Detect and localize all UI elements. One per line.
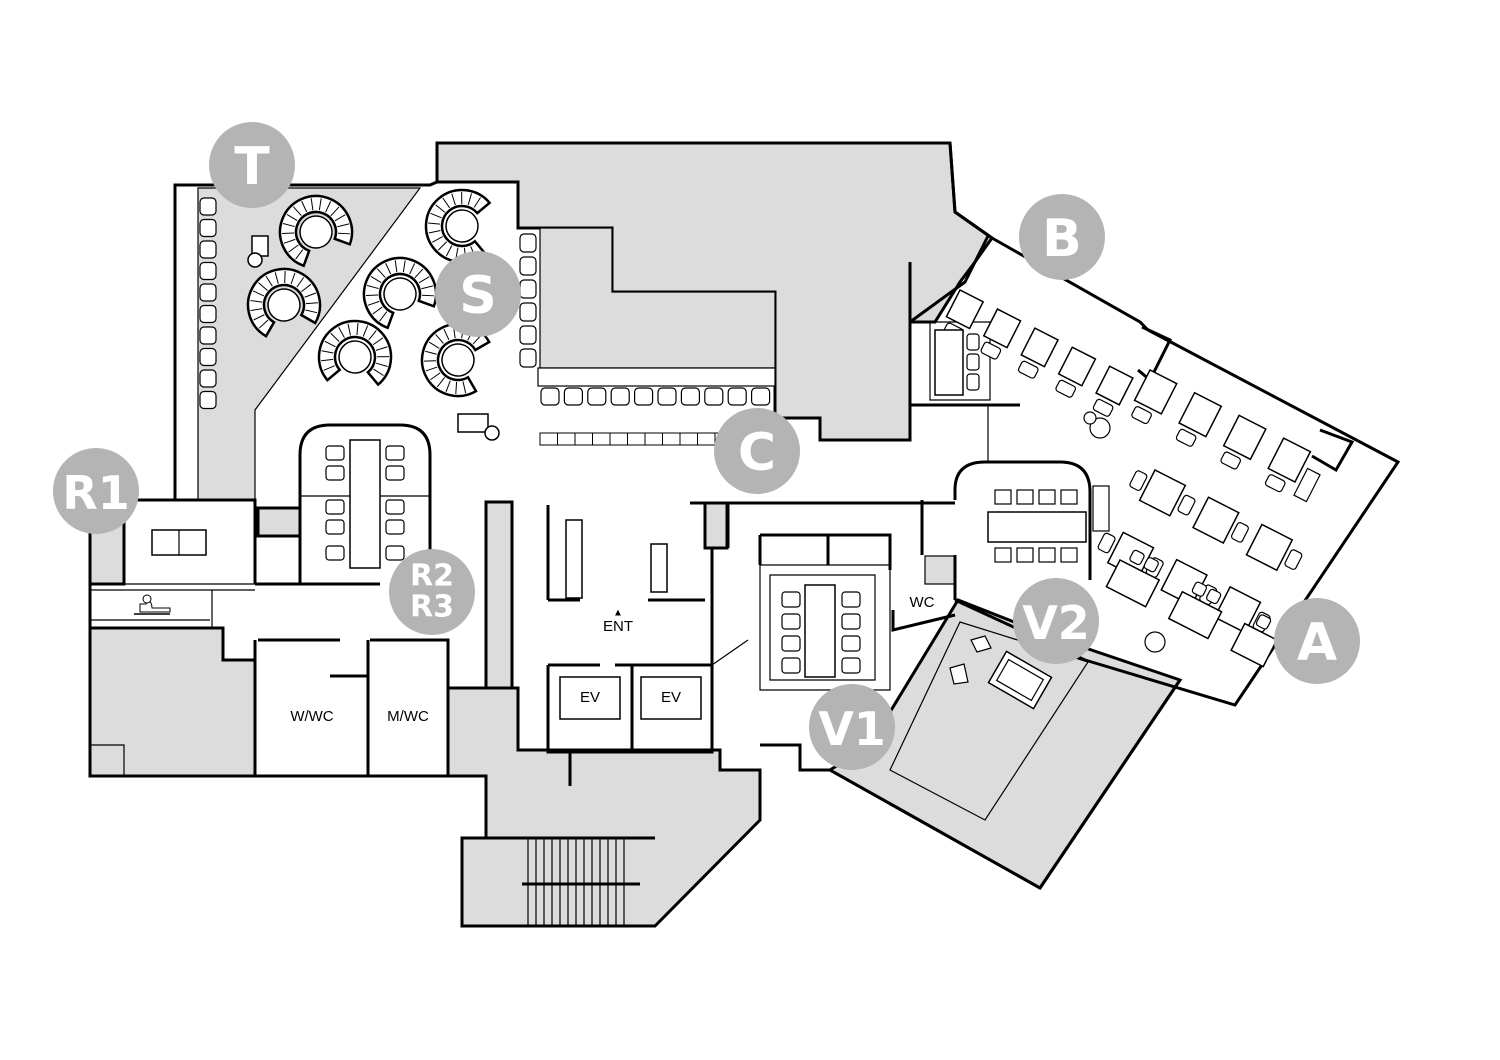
zone-badge-c[interactable]: C <box>714 408 800 494</box>
bar-stool <box>519 302 537 322</box>
entrance-label: ENT <box>603 618 633 635</box>
room-labels: ▲ ENT EV EV W/WC M/WC WC <box>290 594 934 725</box>
counter-seat <box>627 432 646 446</box>
zone-badge-s[interactable]: S <box>435 251 521 337</box>
storage-block <box>88 626 257 778</box>
zone-badge-r2-r3[interactable]: R2 R3 <box>389 549 475 635</box>
column-right <box>703 501 729 550</box>
room-r2-r3-furniture <box>298 423 432 584</box>
round-booths <box>246 188 492 398</box>
bar-stool <box>563 387 584 406</box>
zone-v1-label: V1 <box>818 702 886 756</box>
inner-lines <box>90 321 991 776</box>
bar-seating <box>199 197 776 410</box>
bar-stool <box>610 387 630 406</box>
mens-wc-label: M/WC <box>387 708 429 725</box>
zone-badge-a[interactable]: A <box>1274 598 1360 684</box>
bar-stool <box>587 387 607 406</box>
bench-seat <box>199 240 217 259</box>
counter-seat <box>697 432 716 446</box>
zone-r2-label: R2 <box>410 559 454 594</box>
misc-furniture <box>134 235 733 720</box>
bar-counter <box>537 367 776 387</box>
round-booth <box>317 319 393 387</box>
zone-v2-label: V2 <box>1022 596 1090 650</box>
bench-seat <box>199 197 217 216</box>
entrance-stairs <box>486 836 655 926</box>
bench-seat <box>199 326 217 345</box>
zone-badge-t[interactable]: T <box>209 122 295 208</box>
bar-stool <box>519 256 537 276</box>
zone-b-label: B <box>1042 209 1082 269</box>
bench-seat <box>199 283 217 302</box>
counter-seat <box>662 432 681 446</box>
zone-badges: T S B C R1 R2 R3 A V1 <box>53 122 1360 770</box>
counter-seat <box>644 432 663 446</box>
elevator-2-label: EV <box>661 689 681 706</box>
v2-furniture <box>949 635 1053 710</box>
zone-badge-r1[interactable]: R1 <box>53 448 139 534</box>
bar-stool <box>680 387 701 406</box>
room-v1-furniture <box>781 584 861 678</box>
counter-seat <box>574 432 593 446</box>
bench-seat <box>199 261 217 281</box>
bar-stool <box>657 387 677 406</box>
bench-seat <box>199 304 217 324</box>
zone-s-label: S <box>459 266 496 326</box>
bar-stool <box>519 233 537 253</box>
counter-seat <box>609 432 628 446</box>
private-room-furniture <box>953 460 1110 580</box>
column-left <box>484 500 514 690</box>
round-booth <box>278 194 354 268</box>
bar-stool <box>633 387 654 406</box>
zone-badge-v1[interactable]: V1 <box>809 684 895 770</box>
zone-r3-label: R3 <box>410 590 454 625</box>
wc-label: WC <box>910 594 935 611</box>
womens-wc-label: W/WC <box>290 708 333 725</box>
round-booth <box>246 267 322 338</box>
bar-stool <box>519 348 537 368</box>
bench-seat <box>199 369 217 388</box>
counter-seat <box>679 432 698 446</box>
bench-seat <box>199 390 217 410</box>
bar-stool <box>750 387 771 406</box>
counter-seat <box>592 432 611 446</box>
door-block <box>256 506 302 538</box>
zone-r1-label: R1 <box>62 466 129 520</box>
bench-seat <box>199 218 217 238</box>
ab-zone-seating <box>934 288 1321 668</box>
round-booth <box>420 322 491 398</box>
bar-stool <box>519 325 537 345</box>
shaded-areas <box>88 141 1183 928</box>
bar-stool <box>704 387 724 406</box>
bar-stool <box>727 387 747 406</box>
round-booth <box>424 188 492 264</box>
zone-t-label: T <box>234 137 270 197</box>
zone-c-label: C <box>738 423 776 483</box>
wc-block <box>924 555 956 585</box>
entrance-arrow: ▲ <box>613 608 623 619</box>
bar-stool <box>540 387 560 406</box>
bench-seat <box>199 347 217 367</box>
counter-seat <box>539 432 558 446</box>
zone-a-label: A <box>1297 613 1337 673</box>
zone-badge-v2[interactable]: V2 <box>1013 578 1099 664</box>
bar-stool <box>519 279 537 299</box>
zone-badge-b[interactable]: B <box>1019 194 1105 280</box>
elevator-1-label: EV <box>580 689 600 706</box>
stair-block <box>446 686 762 928</box>
counter-seat <box>557 432 576 446</box>
